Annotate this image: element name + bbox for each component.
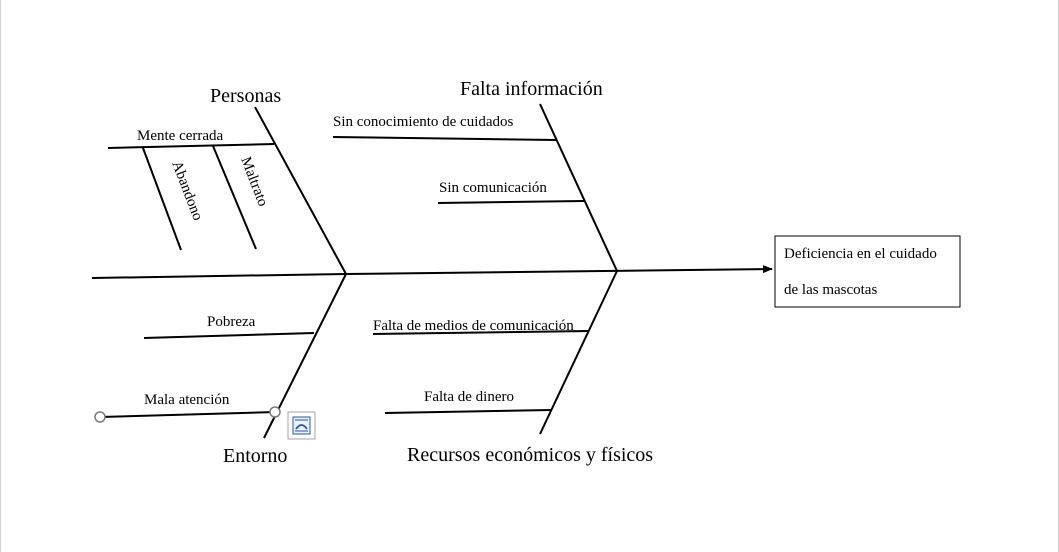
selection-handle-start[interactable] (94, 411, 106, 423)
cause-sin-comunicacion: Sin comunicación (439, 180, 547, 196)
category-entorno: Entorno (223, 445, 287, 467)
layout-options-icon[interactable] (287, 411, 316, 440)
sub-bone-mente-cerrada (107, 143, 275, 149)
effect-line-2: de las mascotas (784, 282, 878, 298)
spine-left (91, 273, 347, 279)
category-personas: Personas (210, 85, 281, 107)
cause-falta-dinero: Falta de dinero (424, 389, 514, 405)
sub-bone-sin-conocimiento (332, 136, 557, 141)
bone-recursos (539, 270, 618, 435)
sub-bone-falta-medios (372, 330, 590, 335)
spine-arrow (345, 265, 773, 275)
sub-bone-abandono (142, 147, 182, 251)
effect-box[interactable] (774, 235, 961, 308)
selection-handle-end[interactable] (269, 406, 281, 418)
cause-falta-medios: Falta de medios de comunicación (373, 318, 574, 334)
cause-maltrato: Maltrato (237, 155, 270, 209)
page-edge-left (0, 0, 1, 552)
sub-bone-pobreza (143, 332, 315, 339)
category-recursos: Recursos económicos y físicos (407, 444, 653, 466)
sub-bone-mala-atencion (99, 411, 276, 418)
effect-text: Deficiencia en el cuidado de las mascota… (784, 236, 956, 308)
sub-bone-maltrato (212, 145, 257, 250)
cause-mala-atencion: Mala atención (144, 392, 230, 408)
cause-abandono: Abandono (168, 159, 205, 223)
cause-pobreza: Pobreza (207, 314, 256, 330)
cause-sin-conocimiento: Sin conocimiento de cuidados (333, 114, 514, 130)
bone-personas (254, 106, 347, 275)
cause-mente-cerrada: Mente cerrada (137, 128, 224, 144)
effect-line-1: Deficiencia en el cuidado (784, 246, 937, 262)
sub-bone-falta-dinero (384, 409, 552, 414)
bone-falta-informacion (539, 103, 618, 272)
sub-bone-sin-comunicacion (437, 200, 585, 204)
category-falta-informacion: Falta información (460, 78, 603, 100)
